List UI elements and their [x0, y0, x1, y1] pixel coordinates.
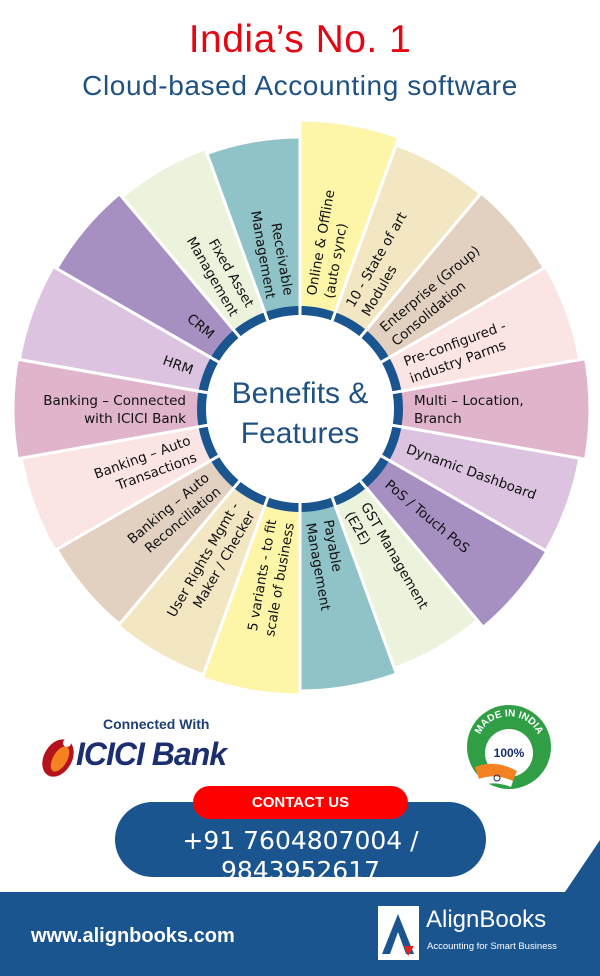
segment-label-line: with ICICI Bank — [84, 411, 186, 427]
made-in-india-badge: MADE IN INDIA 100% — [467, 705, 551, 789]
headline: India’s No. 1 — [188, 18, 412, 61]
brand-name: AlignBooks — [426, 906, 547, 933]
icici-i-icon — [42, 739, 74, 777]
phone-numbers[interactable]: +91 7604807004 / 9843952617 — [182, 826, 419, 885]
subheadline: Cloud-based Accounting software — [82, 70, 518, 101]
wheel-segment — [11, 357, 301, 461]
brand-tagline: Accounting for Smart Business — [427, 941, 557, 952]
bank-name: ICICI Bank — [76, 736, 227, 772]
wheel-segment — [299, 356, 592, 462]
center-circle — [206, 315, 394, 503]
alignbooks-logo-icon — [378, 906, 419, 960]
connected-with-label: Connected With — [103, 716, 210, 732]
center-title: Features — [241, 417, 359, 450]
contact-us-button[interactable]: CONTACT US — [193, 786, 408, 819]
center-title: Benefits & — [232, 377, 369, 410]
icici-bank-logo: ICICI Bank — [40, 734, 240, 780]
segment-label: Banking – Connected with ICICI Bank — [43, 393, 186, 427]
segment-label-line: Banking – Connected — [43, 393, 186, 409]
segment-label: Multi – Location, Branch — [414, 393, 524, 427]
segment-label-line: Branch — [414, 411, 462, 427]
segment-label-line: Multi – Location, — [414, 393, 524, 409]
badge-percent: 100% — [494, 746, 525, 760]
website-link[interactable]: www.alignbooks.com — [31, 925, 235, 947]
